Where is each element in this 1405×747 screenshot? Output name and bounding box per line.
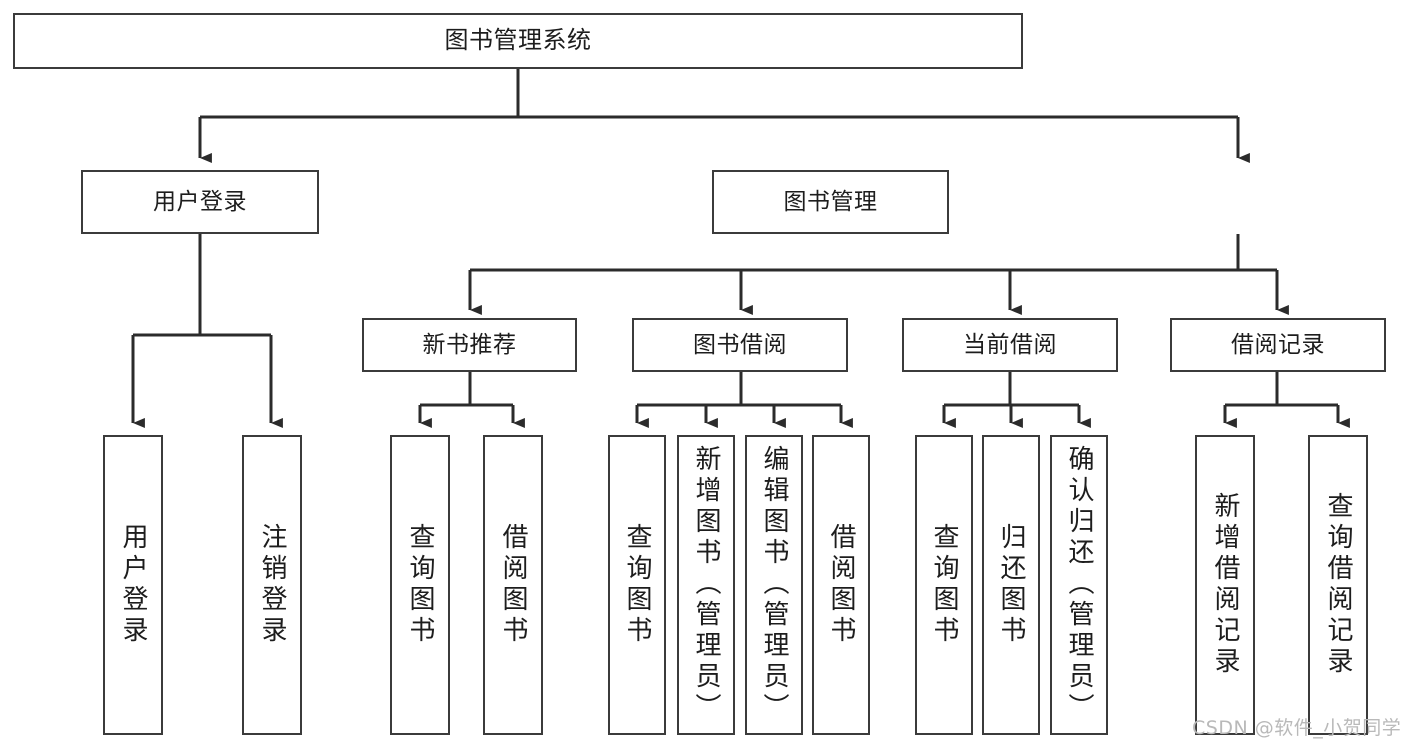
node-current-borrow[interactable]: 当前借阅 <box>902 318 1118 372</box>
node-label: 当前借阅 <box>963 331 1057 358</box>
node-label: 新书推荐 <box>422 331 517 358</box>
node-leaf-logout-login[interactable]: 注销登录 <box>242 435 302 735</box>
node-leaf-edit-book-admin[interactable]: 编辑图书（管理员） <box>745 435 803 735</box>
node-leaf-borrow-book-recommend[interactable]: 借阅图书 <box>483 435 543 735</box>
node-label: 用户登录 <box>118 523 148 647</box>
csdn-watermark: CSDN @软件_小贺同学 <box>1192 717 1402 739</box>
node-label: 借阅记录 <box>1231 331 1325 358</box>
node-leaf-confirm-return-admin[interactable]: 确认归还（管理员） <box>1050 435 1108 735</box>
node-label: 查询图书 <box>622 523 652 647</box>
node-label: 查询图书 <box>405 523 435 647</box>
node-leaf-add-book-admin[interactable]: 新增图书（管理员） <box>677 435 735 735</box>
node-borrow-record[interactable]: 借阅记录 <box>1170 318 1386 372</box>
node-label: 查询图书 <box>929 523 959 647</box>
node-label: 图书管理系统 <box>444 26 592 55</box>
node-root-system[interactable]: 图书管理系统 <box>13 13 1023 69</box>
node-label: 查询借阅记录 <box>1323 492 1353 678</box>
node-book-manage[interactable]: 图书管理 <box>712 170 949 234</box>
node-label: 新增借阅记录 <box>1210 492 1240 678</box>
node-leaf-query-borrow-record[interactable]: 查询借阅记录 <box>1308 435 1368 735</box>
node-label: 用户登录 <box>153 188 247 215</box>
node-new-book-recommend[interactable]: 新书推荐 <box>362 318 577 372</box>
node-label: 确认归还（管理员） <box>1064 445 1094 724</box>
node-leaf-query-book-recommend[interactable]: 查询图书 <box>390 435 450 735</box>
node-user-login[interactable]: 用户登录 <box>81 170 319 234</box>
node-label: 图书管理 <box>783 188 878 215</box>
node-leaf-return-book[interactable]: 归还图书 <box>982 435 1040 735</box>
node-label: 借阅图书 <box>498 523 528 647</box>
node-label: 借阅图书 <box>826 523 856 647</box>
node-label: 归还图书 <box>996 523 1026 647</box>
node-label: 图书借阅 <box>693 331 787 358</box>
node-leaf-borrow-book-borrow[interactable]: 借阅图书 <box>812 435 870 735</box>
node-label: 编辑图书（管理员） <box>759 445 789 724</box>
node-leaf-query-book-current[interactable]: 查询图书 <box>915 435 973 735</box>
node-leaf-add-borrow-record[interactable]: 新增借阅记录 <box>1195 435 1255 735</box>
node-leaf-query-book-borrow[interactable]: 查询图书 <box>608 435 666 735</box>
node-label: 新增图书（管理员） <box>691 445 721 724</box>
node-label: 注销登录 <box>257 523 287 647</box>
node-book-borrow[interactable]: 图书借阅 <box>632 318 848 372</box>
node-leaf-user-login[interactable]: 用户登录 <box>103 435 163 735</box>
